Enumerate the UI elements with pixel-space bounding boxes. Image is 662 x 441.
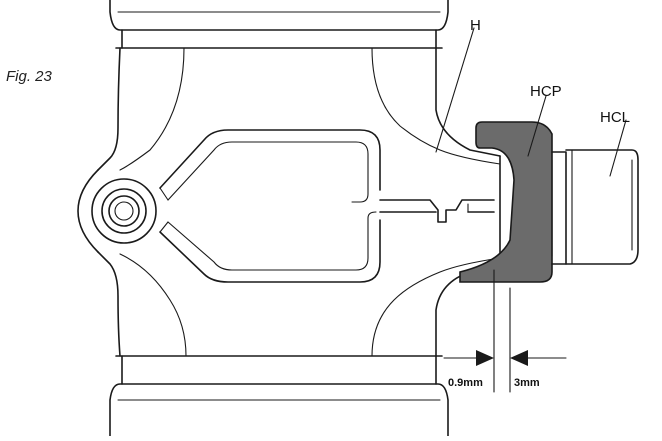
top-rim [109, 0, 449, 49]
cable-housing-hcl [551, 149, 639, 265]
dimension-gap-label: 0.9mm [448, 377, 483, 389]
callout-hcl: HCL [600, 109, 630, 126]
brake-pad-hcp [459, 121, 553, 283]
dimension-lines [443, 269, 567, 393]
caliper-body [97, 47, 501, 357]
callout-hcp: HCP [530, 83, 562, 100]
figure-label: Fig. 23 [6, 68, 52, 85]
arrow-pad [510, 350, 528, 366]
arrow-gap [476, 350, 494, 366]
dimension-pad-label: 3mm [514, 377, 540, 389]
pivot-bolt [77, 169, 157, 253]
leader-lines [435, 27, 627, 177]
arm-window [159, 129, 495, 283]
pad-body [459, 121, 553, 283]
callout-h: H [470, 17, 481, 34]
bottom-rim [109, 355, 449, 437]
